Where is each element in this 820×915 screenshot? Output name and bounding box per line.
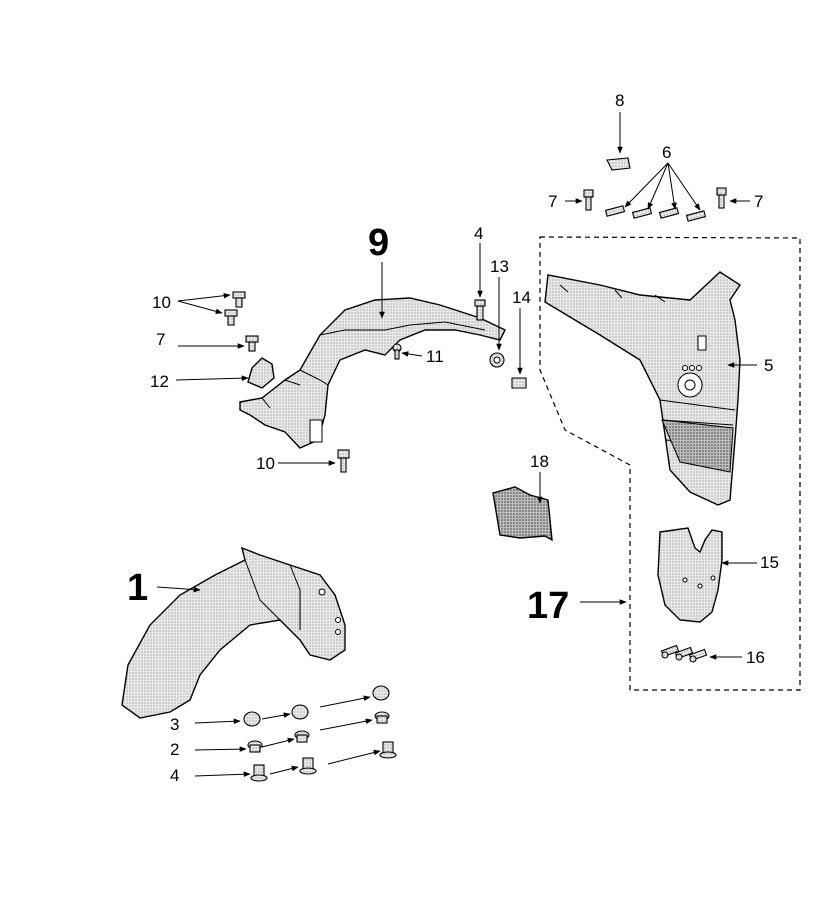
rear-flap-part [657,527,723,623]
callout-18: 18 [530,452,549,471]
bracket-part-12 [247,357,275,389]
callout-3: 3 [170,715,179,734]
group-17-dashed-outline [539,236,801,691]
callout-5: 5 [764,356,773,375]
front-mudguard-part [121,546,346,719]
callout-7-right: 7 [754,192,763,211]
callout-7-left-fender: 7 [156,330,165,349]
protective-sheet-part [492,486,553,542]
callout-2: 2 [170,740,179,759]
callout-10-upper: 10 [152,293,171,312]
callout-9: 9 [368,222,389,264]
callout-13: 13 [490,257,509,276]
callout-11: 11 [426,347,444,366]
callout-7-left: 7 [548,192,557,211]
callout-1: 1 [127,567,148,609]
callout-15: 15 [760,553,779,572]
leader-lines [156,112,757,778]
screws-part-16 [660,644,708,663]
callout-8: 8 [615,91,624,110]
callout-10-lower: 10 [256,454,275,473]
callout-6: 6 [662,143,671,162]
callout-17: 17 [527,585,569,627]
callout-14: 14 [512,288,531,307]
rear-inner-mudguard-part [544,271,741,506]
hardware-items [224,157,727,782]
callout-4-upper: 4 [474,224,483,243]
callout-12: 12 [150,372,169,391]
callout-4-lower: 4 [170,766,179,785]
rear-mudguard-part [239,297,506,449]
callout-16: 16 [746,648,765,667]
